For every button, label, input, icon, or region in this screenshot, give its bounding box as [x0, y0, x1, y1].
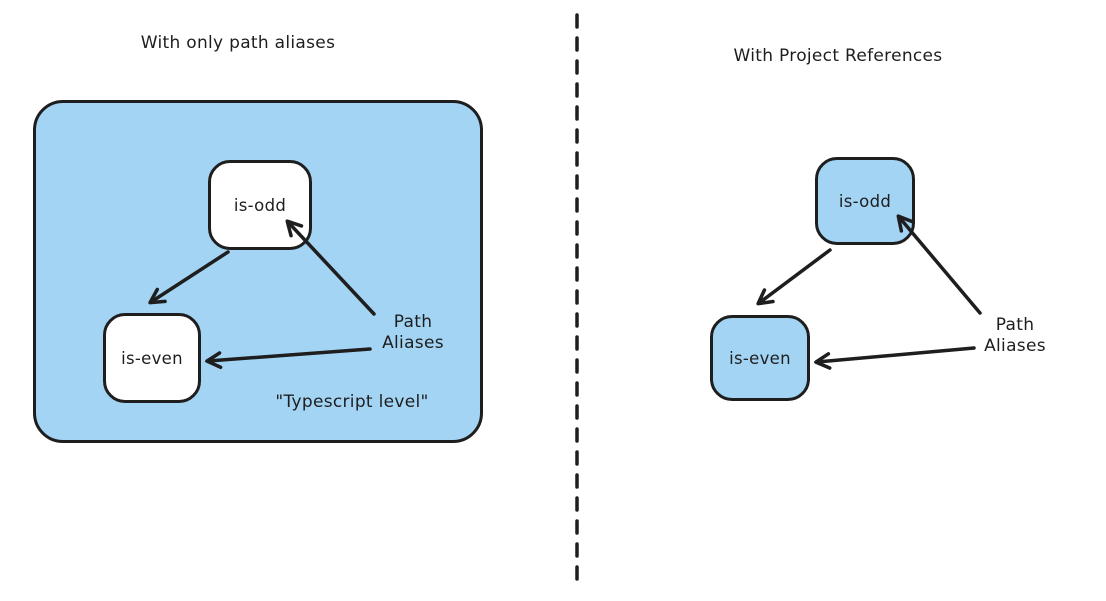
- annotation-path-aliases-right: Path Aliases: [984, 315, 1046, 357]
- node-is-odd-left: is-odd: [208, 160, 312, 250]
- node-label: is-even: [729, 348, 791, 368]
- node-label: is-odd: [233, 195, 287, 215]
- node-is-even-left: is-even: [103, 313, 201, 403]
- arrow-pathaliases-to-iseven-right: [814, 346, 976, 370]
- arrow-isodd-to-iseven-right: [756, 248, 832, 306]
- node-label: is-even: [121, 348, 183, 368]
- node-label: is-odd: [838, 191, 892, 211]
- left-panel-title: With only path aliases: [140, 33, 336, 53]
- annotation-typescript-level: "Typescript level": [275, 392, 429, 412]
- right-panel-title: With Project References: [733, 46, 943, 66]
- node-is-odd-right: is-odd: [815, 157, 915, 245]
- annotation-path-aliases-left: Path Aliases: [382, 312, 444, 354]
- node-is-even-right: is-even: [710, 315, 810, 401]
